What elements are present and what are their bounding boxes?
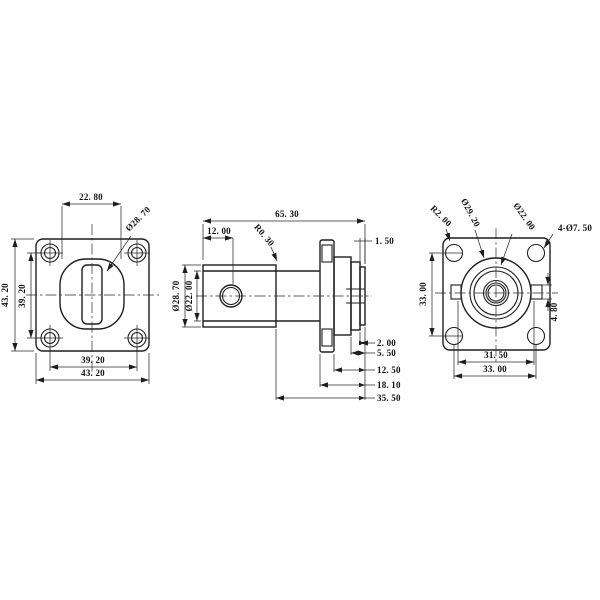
dim-side-port-offset: 12. 00 [207,226,231,236]
dim-side-neck-diameter: Ø22. 00 [184,280,194,311]
dim-front-boss-diameter: Ø28. 70 [123,204,152,233]
dim-side-step-5-5: 5. 50 [377,348,396,358]
dim-side-body-diameter: Ø28. 70 [171,280,181,311]
dim-back-corner-radius: R2. 00 [428,203,453,228]
dim-groove-diameter-group: Ø22. 00 [500,201,538,266]
dim-side-overall-length: 65. 30 [275,209,299,219]
leader-line [474,229,485,259]
dim-back-hole-spacing-vertical: 33. 00 [418,282,428,306]
dim-tab-width-group: 4. 80 [542,273,559,322]
arrowhead [359,395,365,401]
dim-front-overall-width: 43. 20 [81,368,105,378]
leader-line [500,233,513,266]
bolt-hole [526,243,546,263]
dim-back-tab-width: 4. 80 [549,302,559,321]
front-bolt-holes [37,240,150,351]
side-flange-hole-top [321,244,333,263]
dim-body-diameter-group: Ø28. 70 [171,264,201,328]
dim-port-offset-group: 12. 00 [203,226,234,284]
dim-overall-width-group: 43. 20 [35,353,150,384]
dim-front-hole-spacing-vertical: 39. 20 [17,284,27,308]
dim-back-tab-span: 31. 50 [484,350,508,360]
dim-side-end-cap: 1. 50 [375,236,394,246]
arrowhead [359,367,365,373]
dim-flat-width-group: 22. 80 [61,192,122,259]
leader-line [270,246,278,262]
back-left-tab [450,284,462,300]
arrowhead [359,382,365,388]
dim-side-fillet-radius: R0. 30 [252,222,276,248]
dim-tab-span-group: 31. 50 [457,301,535,365]
dim-boss-diameter-group-back: Ø29. 20 [459,197,485,259]
dim-hole-spacing-horiz-group-back: 33. 00 [453,345,537,379]
dim-front-hole-spacing-horizontal: 39. 20 [81,355,105,365]
side-flange-hole-bottom [321,328,333,347]
dim-side-step-12-5: 12. 50 [377,365,401,375]
arrowhead [359,340,365,346]
dim-side-step-2: 2. 00 [377,338,396,348]
dim-back-bolt-holes: 4-Ø7. 50 [558,223,592,233]
dim-bolt-holes-group: 4-Ø7. 50 [543,223,592,249]
dim-hole-spacing-vert-group: 39. 20 [17,252,42,339]
dim-hole-spacing-horiz-group: 39. 20 [49,348,138,371]
back-right-tab [530,284,543,300]
dim-chain-group: 2. 00 5. 50 12. 50 18. 10 35. 50 [275,327,401,403]
leader-line [106,235,132,272]
side-view: 65. 30 12. 00 R0. 30 Ø28. 70 Ø22. 00 [171,209,401,403]
back-view: 33. 00 4. 80 31. 50 33. 00 R2. 00 [418,197,592,379]
dim-hole-spacing-vert-group-back: 33. 00 [418,252,462,337]
dim-neck-diameter-group: Ø22. 00 [184,270,201,322]
dim-corner-radius-group: R2. 00 [428,203,454,242]
back-flange-outline [442,237,551,351]
front-view: 22. 80 Ø28. 70 43. 20 39. 20 39. 20 [0,192,159,384]
dim-end-cap-group: 1. 50 [354,236,394,264]
dim-back-boss-diameter: Ø29. 20 [459,197,482,229]
leader-line [445,228,451,242]
dim-boss-diameter-group: Ø28. 70 [106,204,153,272]
bolt-hole [526,326,546,346]
dim-front-flat-width: 22. 80 [79,192,103,202]
dim-overall-length-group: 65. 30 [202,209,366,264]
arrowhead [359,350,365,356]
dim-back-groove-diameter: Ø22. 00 [511,201,537,232]
dim-fillet-radius-group: R0. 30 [252,222,278,262]
dim-front-overall-height: 43. 20 [0,283,10,307]
dim-back-hole-spacing-horizontal: 33. 00 [483,364,507,374]
dim-side-step-18-1: 18. 10 [377,380,401,390]
leader-line [543,233,554,249]
dim-overall-height-group: 43. 20 [0,238,34,352]
dim-side-step-35-5: 35. 50 [377,393,401,403]
